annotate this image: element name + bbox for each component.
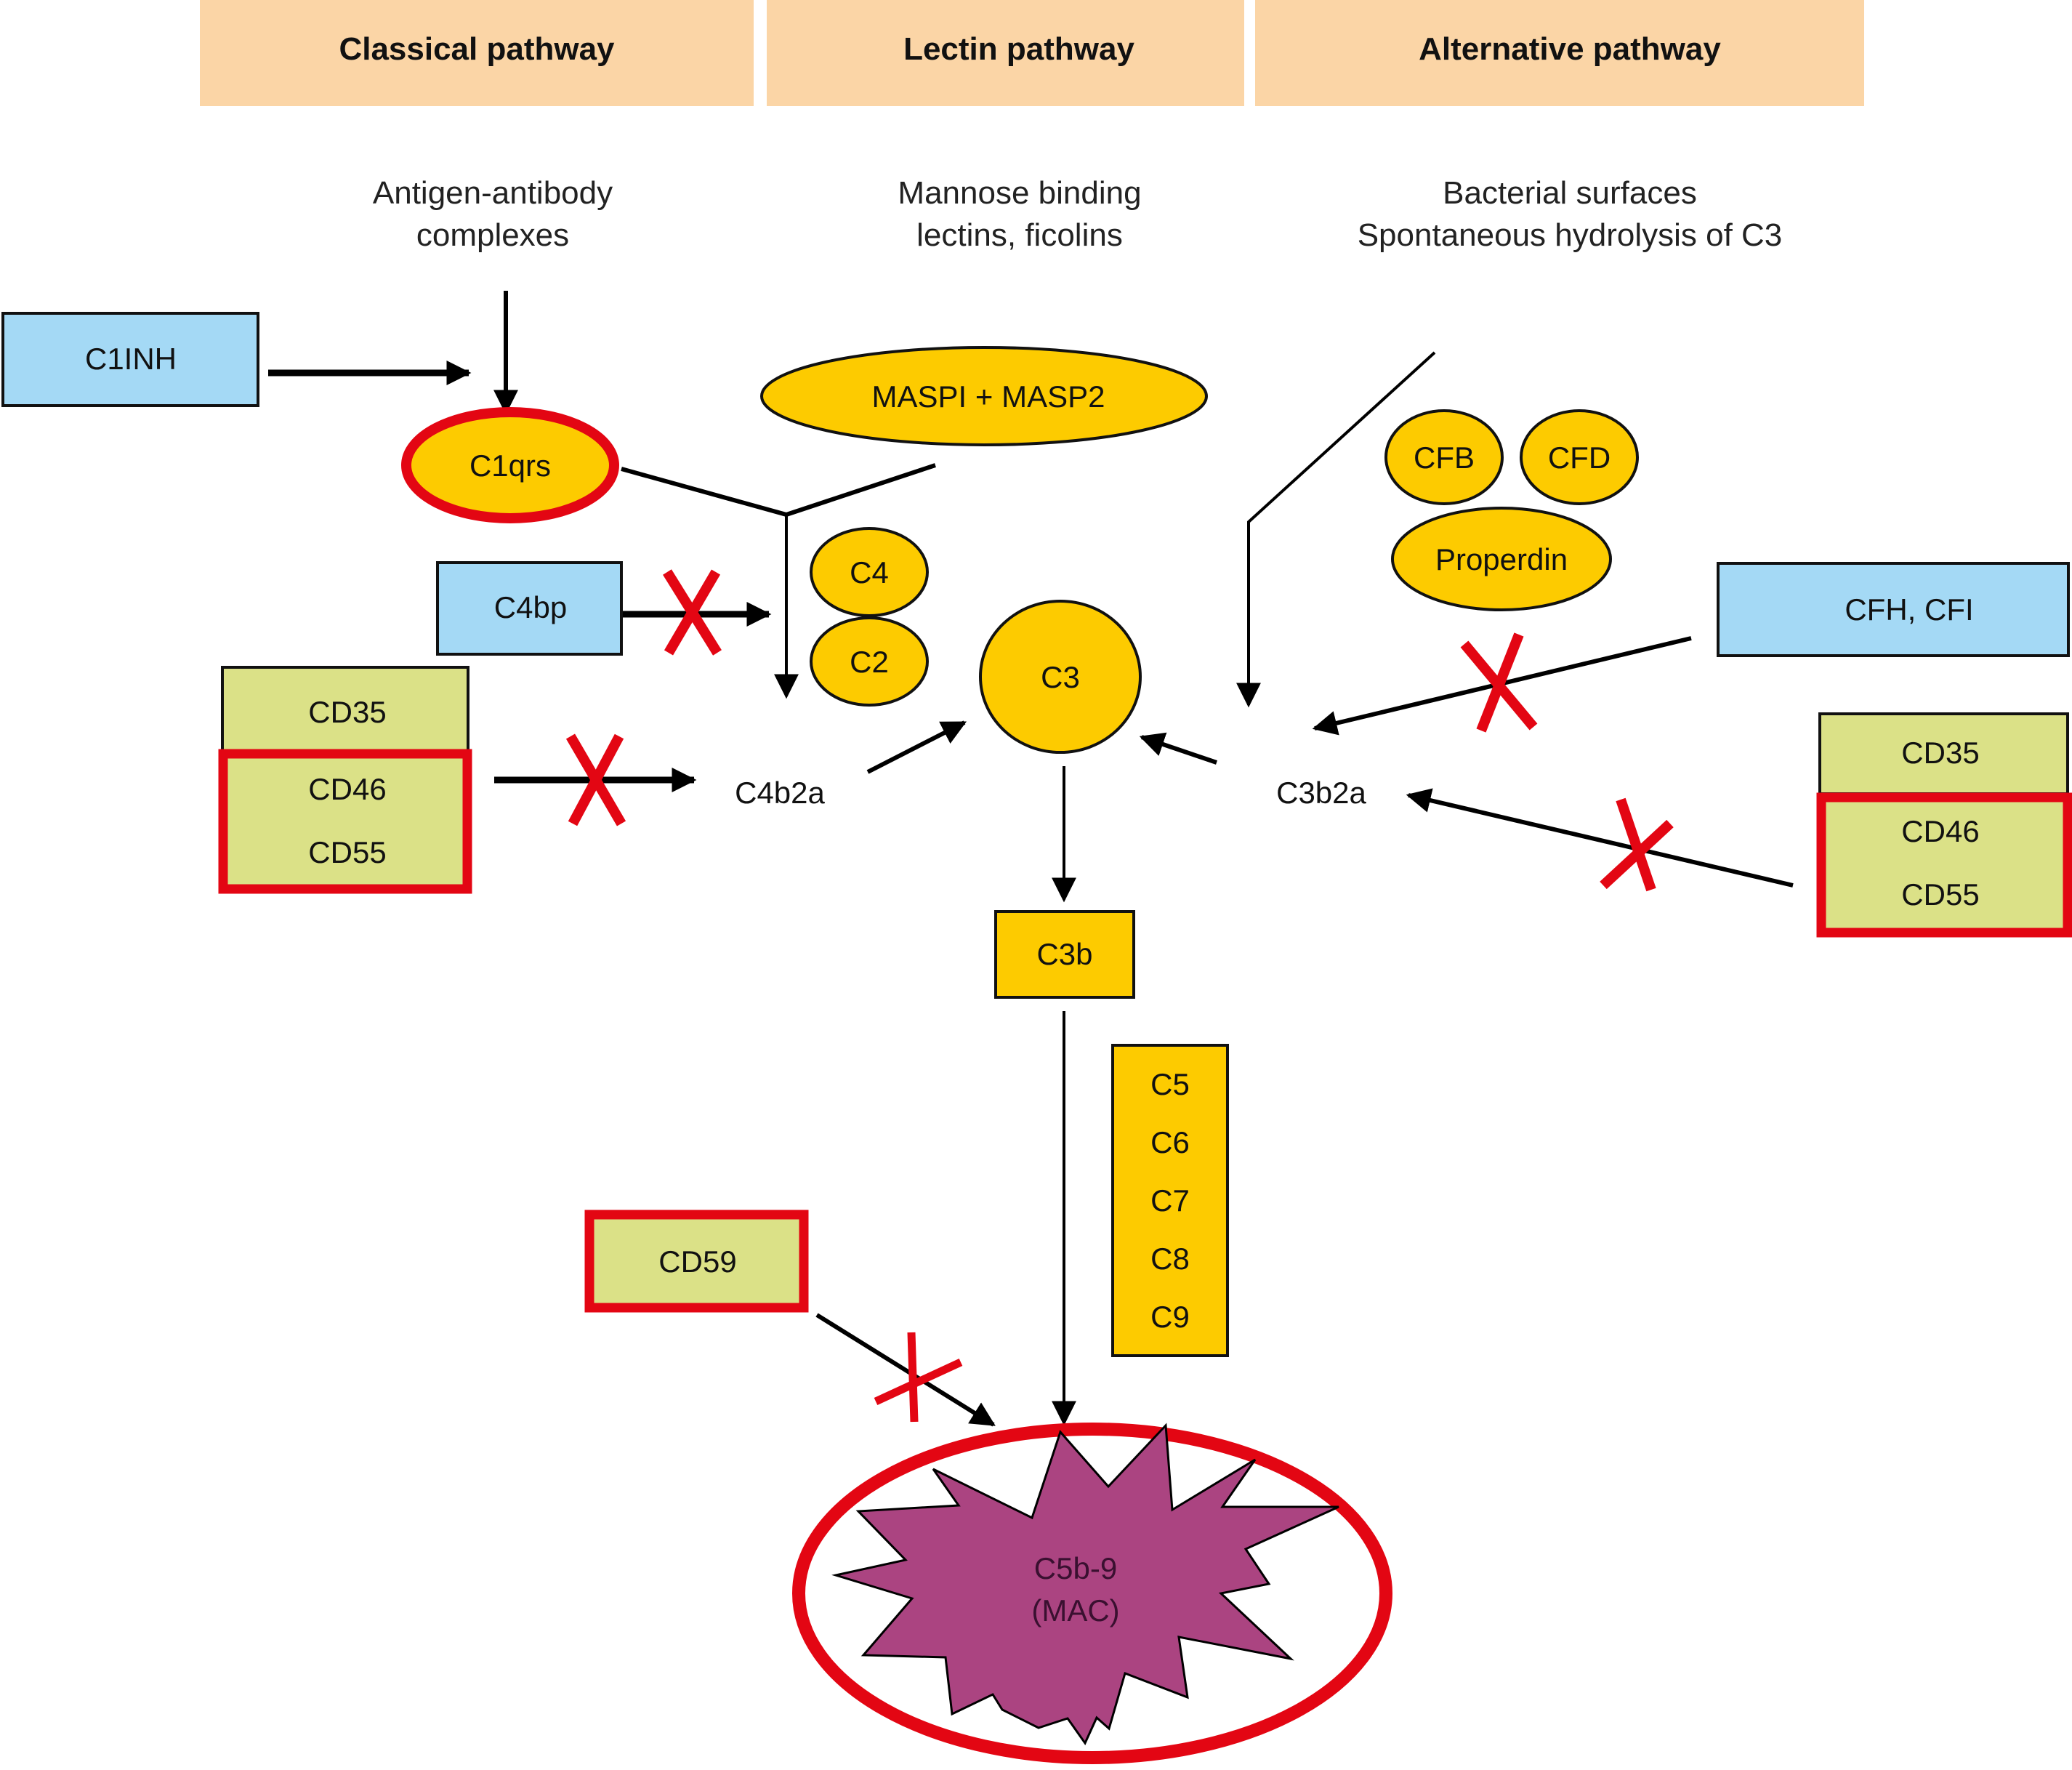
- right-cd46-label: CD46: [1901, 814, 1979, 848]
- c3b-box: C3b: [994, 910, 1135, 999]
- mac-label-line2: (MAC): [1031, 1593, 1119, 1628]
- left-cd55-label: CD55: [308, 835, 386, 869]
- c1qrs-label: C1qrs: [469, 448, 551, 483]
- masp-label: MASPI + MASP2: [872, 379, 1105, 414]
- cfh-cfi-label: CFH, CFI: [1845, 592, 1973, 627]
- cd59-label: CD59: [658, 1244, 736, 1279]
- inhibition-x-icon: [1460, 632, 1538, 733]
- mac-burst-icon: [831, 1423, 1339, 1745]
- c1inh-label: C1INH: [85, 342, 177, 376]
- properdin-label: Properdin: [1435, 542, 1568, 576]
- trigger-classical-line2: complexes: [416, 217, 569, 253]
- c4-label: C4: [850, 555, 889, 590]
- c8-label: C8: [1150, 1242, 1190, 1276]
- mac-cell: C5b-9 (MAC): [792, 1423, 1392, 1764]
- header-lectin: Lectin pathway: [767, 0, 1244, 106]
- c4bp-label: C4bp: [494, 590, 567, 624]
- c3b2a-label: C3b2a: [1276, 776, 1366, 810]
- header-lectin-label: Lectin pathway: [903, 31, 1134, 67]
- arrow-c4b2a-to-c3: [866, 720, 967, 774]
- c3b-label: C3b: [1036, 937, 1092, 971]
- inhibition-x-icon: [663, 569, 722, 656]
- cfb-label: CFB: [1414, 441, 1475, 475]
- mac-label-line1: C5b-9: [1034, 1551, 1117, 1585]
- right-membrane-regulators: CD35 CD46 CD55: [1816, 712, 2072, 938]
- inhibition-x-icon: [565, 733, 626, 826]
- arrow-alternative-to-c3b2a: [1236, 351, 1436, 708]
- properdin-node: Properdin: [1391, 507, 1612, 611]
- c7-label: C7: [1150, 1183, 1190, 1218]
- c2-node: C2: [810, 616, 929, 707]
- c4-node: C4: [810, 527, 929, 617]
- cfh-cfi-box: CFH, CFI: [1717, 562, 2070, 657]
- c9-label: C9: [1150, 1300, 1190, 1334]
- trigger-lectin-line1: Mannose binding: [898, 175, 1141, 211]
- right-cd55-label: CD55: [1901, 877, 1979, 912]
- header-alternative-label: Alternative pathway: [1419, 31, 1721, 67]
- header-classical: Classical pathway: [200, 0, 754, 106]
- c1qrs-node: C1qrs: [401, 407, 619, 523]
- left-cd46-label: CD46: [308, 772, 386, 806]
- trigger-classical-line1: Antigen-antibody: [373, 175, 613, 211]
- cfb-node: CFB: [1384, 409, 1504, 505]
- arrow-c3b2a-to-c3: [1139, 732, 1217, 765]
- c5-label: C5: [1150, 1067, 1190, 1101]
- trigger-lectin-line2: lectins, ficolins: [916, 217, 1123, 253]
- c6-label: C6: [1150, 1125, 1190, 1159]
- left-cd35-label: CD35: [308, 695, 386, 729]
- trigger-alternative-line2: Spontaneous hydrolysis of C3: [1358, 217, 1783, 253]
- c2-label: C2: [850, 645, 889, 679]
- masp-node: MASPI + MASP2: [760, 346, 1208, 446]
- c4b2a-label: C4b2a: [735, 776, 825, 810]
- connector-c1qrs-masp-junction: [621, 463, 936, 518]
- cfd-node: CFD: [1520, 409, 1639, 505]
- header-classical-label: Classical pathway: [339, 31, 615, 67]
- trigger-alternative-line1: Bacterial surfaces: [1443, 175, 1697, 211]
- right-cd35-label: CD35: [1901, 736, 1979, 770]
- c3-node: C3: [979, 600, 1142, 754]
- inhibition-x-icon: [1600, 797, 1674, 892]
- cd59-box: CD59: [584, 1210, 809, 1313]
- left-membrane-regulators: CD35 CD46 CD55: [218, 666, 472, 894]
- c1inh-box: C1INH: [1, 312, 259, 407]
- inhibition-x-icon: [874, 1332, 963, 1423]
- arrow-cd46-right-to-c3b2a: [1406, 788, 1794, 888]
- cfd-label: CFD: [1548, 441, 1611, 475]
- c4bp-box: C4bp: [436, 561, 623, 656]
- terminal-components-box: C5 C6 C7 C8 C9: [1111, 1044, 1229, 1357]
- c3-label: C3: [1041, 660, 1080, 694]
- header-alternative: Alternative pathway: [1255, 0, 1864, 106]
- arrow-cd59-to-mac: [815, 1313, 996, 1427]
